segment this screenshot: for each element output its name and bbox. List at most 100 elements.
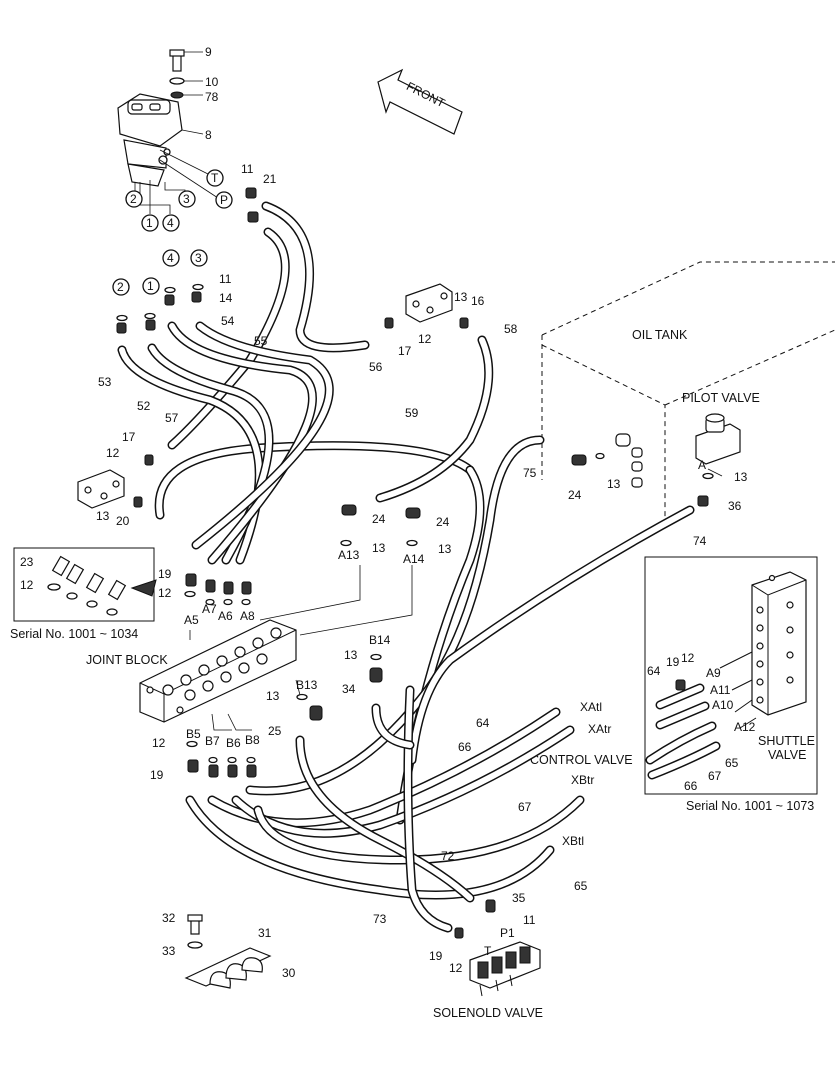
solenoid-valve: SOLENOLD VALVE bbox=[433, 941, 543, 1020]
label-circle-P: P bbox=[220, 193, 228, 207]
label-T: T bbox=[484, 944, 492, 958]
label-13b: 13 bbox=[96, 509, 110, 523]
label-XAtl: XAtl bbox=[580, 700, 602, 714]
label-A: A bbox=[698, 458, 706, 472]
label-54: 54 bbox=[221, 314, 235, 328]
label-57: 57 bbox=[165, 411, 179, 425]
label-A5: A5 bbox=[184, 613, 199, 627]
label-32: 32 bbox=[162, 911, 176, 925]
label-19d: 19 bbox=[429, 949, 443, 963]
label-A12: A12 bbox=[734, 720, 756, 734]
label-58: 58 bbox=[504, 322, 518, 336]
shuttle-valve-label-1: SHUTTLE bbox=[758, 734, 815, 748]
label-circle-1: 1 bbox=[146, 216, 153, 230]
serial-left-label: Serial No. 1001 ~ 1034 bbox=[10, 627, 138, 641]
label-33: 33 bbox=[162, 944, 176, 958]
label-36: 36 bbox=[728, 499, 742, 513]
label-19a: 19 bbox=[158, 567, 172, 581]
label-13a: 13 bbox=[454, 290, 468, 304]
label-circle-4: 4 bbox=[167, 216, 174, 230]
pilot-valve-label: PILOT VALVE bbox=[682, 391, 760, 405]
label-65a: 65 bbox=[725, 756, 739, 770]
label-30: 30 bbox=[282, 966, 296, 980]
solenoid-valve-label: SOLENOLD VALVE bbox=[433, 1006, 543, 1020]
label-17b: 17 bbox=[122, 430, 136, 444]
label-78: 78 bbox=[205, 90, 219, 104]
label-circle-2b: 2 bbox=[117, 280, 124, 294]
label-B8: B8 bbox=[245, 733, 260, 747]
label-11b: 11 bbox=[219, 272, 232, 286]
label-13g: 13 bbox=[344, 648, 358, 662]
label-A8: A8 bbox=[240, 609, 255, 623]
label-12g: 12 bbox=[449, 961, 463, 975]
label-A11: A11 bbox=[710, 683, 731, 697]
part-labels: 9 10 78 8 11 21 T P 2 3 1 4 4 3 2 1 11 1… bbox=[20, 45, 756, 980]
front-arrow: FRONT bbox=[377, 68, 463, 135]
label-20: 20 bbox=[116, 514, 130, 528]
label-circle-3b: 3 bbox=[195, 251, 202, 265]
label-12e: 12 bbox=[152, 736, 166, 750]
label-66b: 66 bbox=[458, 740, 472, 754]
pilot-valve-small: PILOT VALVE bbox=[682, 391, 760, 465]
serial-right-label: Serial No. 1001 ~ 1073 bbox=[686, 799, 814, 813]
label-35: 35 bbox=[512, 891, 526, 905]
valve-block-20 bbox=[77, 469, 125, 509]
label-65b: 65 bbox=[574, 879, 588, 893]
label-55: 55 bbox=[254, 334, 268, 348]
label-72: 72 bbox=[441, 849, 455, 863]
label-52: 52 bbox=[137, 399, 151, 413]
label-13h: 13 bbox=[266, 689, 280, 703]
label-75: 75 bbox=[523, 466, 537, 480]
label-12c: 12 bbox=[20, 578, 34, 592]
label-B5: B5 bbox=[186, 727, 201, 741]
label-13d: 13 bbox=[734, 470, 748, 484]
label-10: 10 bbox=[205, 75, 219, 89]
label-11a: 11 bbox=[241, 162, 254, 176]
label-11c: 11 bbox=[523, 913, 536, 927]
label-25: 25 bbox=[268, 724, 282, 738]
label-B7: B7 bbox=[205, 734, 220, 748]
label-12f: 12 bbox=[681, 651, 695, 665]
label-13f: 13 bbox=[438, 542, 452, 556]
serial-left-detail: Serial No. 1001 ~ 1034 bbox=[10, 547, 157, 641]
oil-tank-label: OIL TANK bbox=[632, 328, 688, 342]
label-66a: 66 bbox=[684, 779, 698, 793]
label-B6: B6 bbox=[226, 736, 241, 750]
valve-block-16 bbox=[405, 283, 453, 323]
label-P1: P1 bbox=[500, 926, 515, 940]
label-67b: 67 bbox=[518, 800, 532, 814]
clamp-assembly bbox=[184, 914, 272, 989]
label-19c: 19 bbox=[666, 655, 680, 669]
leader-lines bbox=[134, 51, 723, 731]
label-23: 23 bbox=[20, 555, 34, 569]
label-A10: A10 bbox=[712, 698, 734, 712]
label-12a: 12 bbox=[418, 332, 432, 346]
label-12b: 12 bbox=[106, 446, 120, 460]
control-valve-label: CONTROL VALVE bbox=[530, 753, 633, 767]
label-A14: A14 bbox=[403, 552, 425, 566]
label-64b: 64 bbox=[476, 716, 490, 730]
label-24c: 24 bbox=[436, 515, 450, 529]
label-14: 14 bbox=[219, 291, 233, 305]
label-13e: 13 bbox=[372, 541, 386, 555]
label-34: 34 bbox=[342, 682, 356, 696]
label-B14: B14 bbox=[369, 633, 391, 647]
label-56: 56 bbox=[369, 360, 383, 374]
label-24b: 24 bbox=[372, 512, 386, 526]
joint-block: JOINT BLOCK bbox=[86, 619, 297, 723]
label-64a: 64 bbox=[647, 664, 661, 678]
joint-block-label: JOINT BLOCK bbox=[86, 653, 168, 667]
label-21: 21 bbox=[263, 172, 277, 186]
label-67a: 67 bbox=[708, 769, 722, 783]
label-circle-3: 3 bbox=[183, 192, 190, 206]
label-24a: 24 bbox=[568, 488, 582, 502]
label-XBtl: XBtl bbox=[562, 834, 584, 848]
label-circle-4b: 4 bbox=[167, 251, 174, 265]
hoses bbox=[117, 201, 757, 933]
label-XAtr: XAtr bbox=[588, 722, 611, 736]
oil-tank: OIL TANK bbox=[541, 261, 835, 520]
label-73: 73 bbox=[373, 912, 387, 926]
label-17a: 17 bbox=[398, 344, 412, 358]
label-A6: A6 bbox=[218, 609, 233, 623]
label-circle-1b: 1 bbox=[147, 279, 154, 293]
